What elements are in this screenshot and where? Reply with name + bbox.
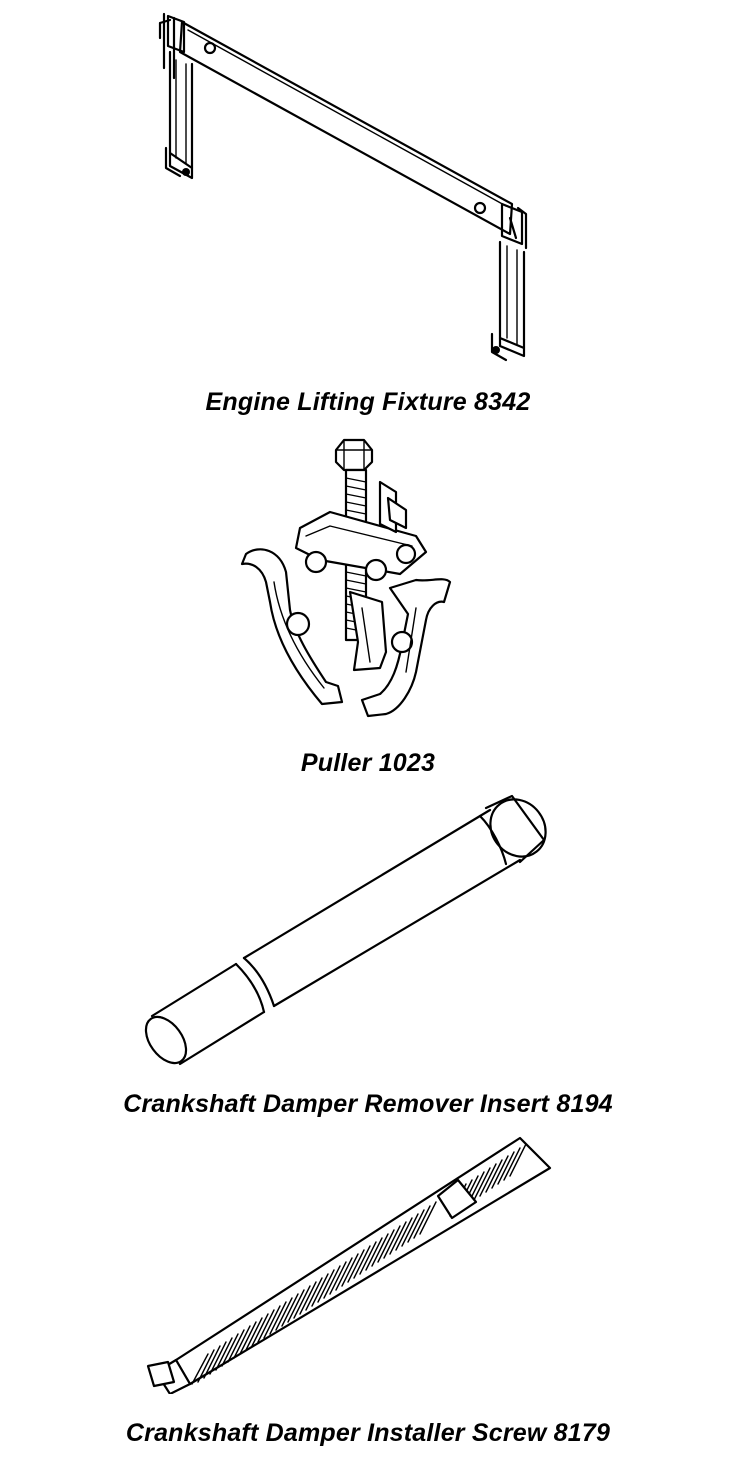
installer-screw-drawing [146, 1136, 552, 1394]
caption-installer-screw: Crankshaft Damper Installer Screw 8179 [125, 1419, 611, 1447]
caption-puller: Puller 1023 [300, 749, 436, 777]
engine-lifting-fixture-drawing [158, 12, 528, 362]
caption-engine-lifting-fixture: Engine Lifting Fixture 8342 [205, 388, 531, 416]
caption-remover-insert: Crankshaft Damper Remover Insert 8194 [123, 1090, 613, 1118]
remover-insert-drawing [144, 794, 547, 1066]
three-jaw-puller-drawing [240, 438, 452, 718]
